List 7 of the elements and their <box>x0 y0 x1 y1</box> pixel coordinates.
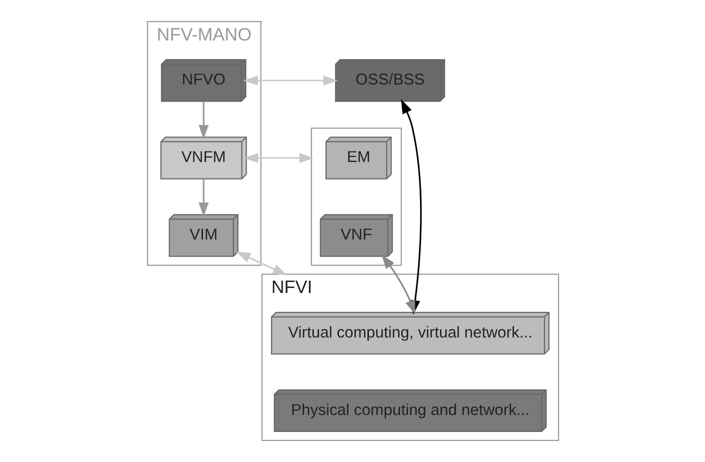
arrow <box>198 101 208 140</box>
cluster <box>310 128 402 266</box>
arrow <box>243 152 314 164</box>
arrow <box>236 252 287 276</box>
arrow <box>198 178 208 217</box>
arrow <box>380 254 415 315</box>
arrow <box>243 75 338 86</box>
